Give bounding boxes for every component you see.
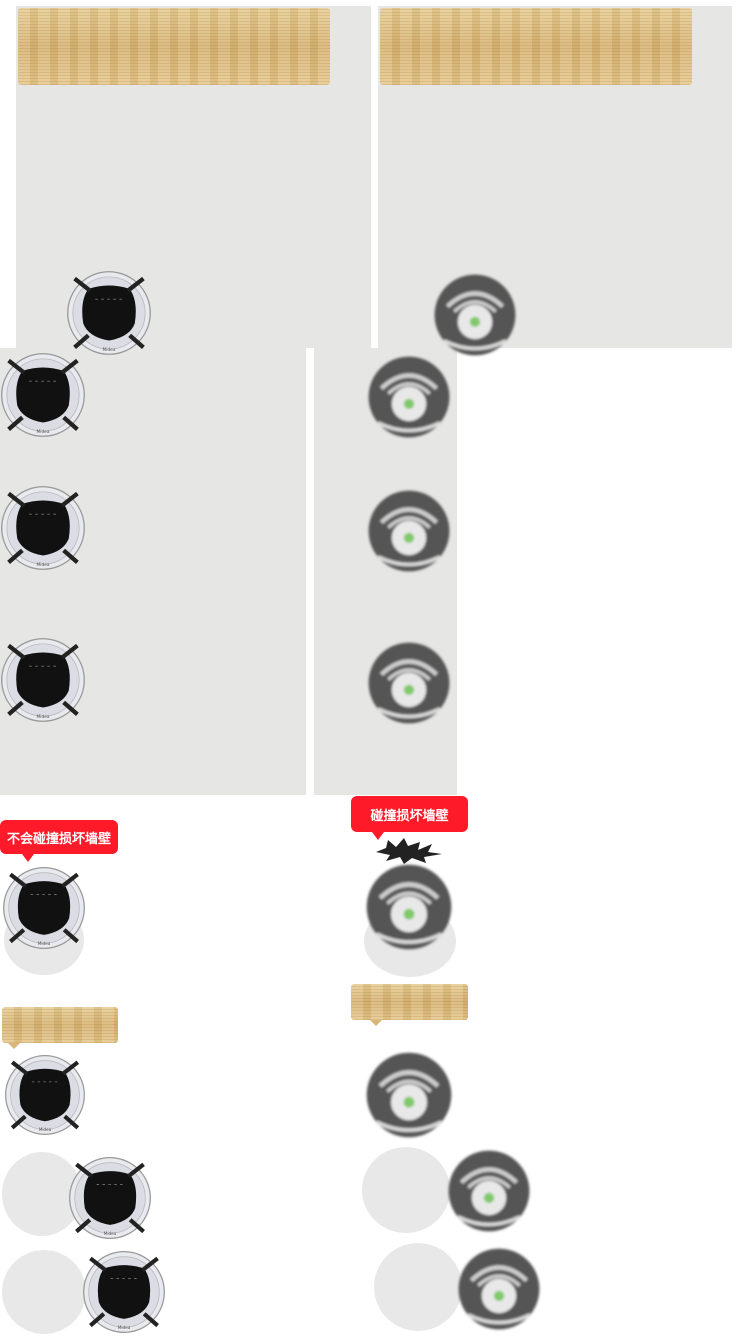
robot-vacuum-right-icon (448, 1150, 530, 1232)
robot-vacuum-left-icon: Midea (1, 353, 85, 437)
wood-plank-small-left (2, 1007, 118, 1043)
robot-vacuum-right-icon (366, 1052, 452, 1138)
robot-vacuum-right-icon (366, 864, 452, 950)
robot-vacuum-right-icon (434, 274, 516, 356)
wall-crack-icon (376, 838, 442, 864)
callout-right-tail (372, 832, 384, 840)
robot-vacuum-left-icon: Midea (83, 1251, 165, 1333)
callout-left: 不会碰撞损坏墙壁 (0, 820, 118, 854)
robot-vacuum-right-icon (458, 1248, 540, 1330)
svg-text:Midea: Midea (118, 1325, 131, 1330)
callout-right: 碰撞损坏墙壁 (351, 796, 468, 832)
callout-right-text: 碰撞损坏墙壁 (370, 808, 449, 824)
robot-vacuum-right-icon (368, 642, 450, 724)
wood-plank-small-right (351, 984, 468, 1020)
plank-pointer-right (370, 1020, 382, 1026)
right-trail-shadow-2 (374, 1243, 462, 1331)
callout-left-text: 不会碰撞损坏墙壁 (6, 831, 111, 847)
robot-vacuum-right-icon (368, 356, 450, 438)
plank-pointer-left (8, 1043, 20, 1049)
svg-text:Midea: Midea (37, 562, 50, 568)
robot-vacuum-left-icon: Midea (5, 1055, 85, 1135)
svg-text:Midea: Midea (104, 1231, 117, 1236)
robot-vacuum-left-icon: Midea (69, 1157, 151, 1239)
robot-vacuum-left-icon: Midea (1, 486, 85, 570)
wood-plank-top-right (380, 8, 692, 85)
svg-text:Midea: Midea (39, 1127, 52, 1132)
right-trail-shadow-1 (362, 1147, 450, 1233)
wood-plank-top-left (18, 8, 330, 85)
callout-left-tail (22, 854, 34, 862)
robot-vacuum-left-icon: Midea (67, 271, 151, 355)
left-trail-shadow-1 (2, 1152, 82, 1236)
robot-vacuum-left-icon: Midea (1, 638, 85, 722)
svg-text:Midea: Midea (37, 714, 50, 720)
svg-text:Midea: Midea (103, 347, 116, 353)
robot-vacuum-left-icon: Midea (3, 867, 85, 949)
left-trail-shadow-2 (2, 1250, 86, 1334)
svg-text:Midea: Midea (38, 941, 51, 946)
svg-text:Midea: Midea (37, 429, 50, 435)
robot-vacuum-right-icon (368, 490, 450, 572)
